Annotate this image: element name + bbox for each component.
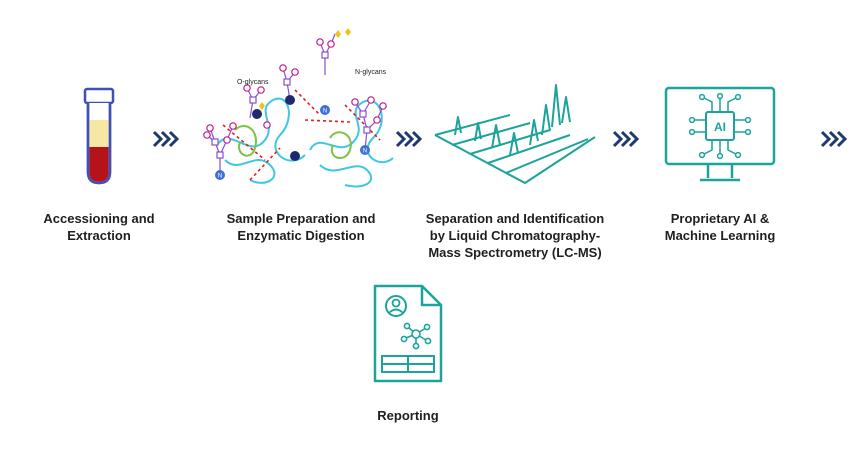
step-sample-preparation: N N N O-glycans N-glycans: [195, 28, 405, 200]
test-tube-icon: [83, 87, 115, 185]
chevron-right-icon: [395, 130, 423, 148]
svg-text:N: N: [363, 149, 367, 155]
step-accessioning: [40, 80, 158, 200]
glycoprotein-illustration: N N N O-glycans N-glycans: [203, 28, 394, 188]
report-document-icon: [373, 284, 443, 383]
n-glycans-label: N-glycans: [355, 69, 387, 76]
step-label-ai: Proprietary AI & Machine Learning: [664, 211, 776, 243]
o-glycans-label: O-glycans: [237, 79, 269, 86]
step-label-sample-preparation: Sample Preparation and Enzymatic Digesti…: [226, 211, 376, 243]
step-label-accessioning: Accessioning and Extraction: [43, 211, 155, 243]
step-reporting: [372, 284, 444, 384]
chevron-right-icon: [152, 130, 180, 148]
step-label-reporting: Reporting: [377, 408, 439, 423]
step-lcms: [430, 75, 600, 195]
chevron-right-icon: [820, 130, 848, 148]
step-label-lcms: Separation and Identification by Liquid …: [425, 211, 605, 260]
svg-text:N: N: [323, 109, 327, 115]
chevron-right-icon: [612, 130, 640, 148]
monitor-ai-icon: AI: [664, 86, 776, 182]
svg-text:AI: AI: [714, 120, 726, 134]
svg-text:N: N: [218, 174, 222, 180]
lcms-spectrum-icon: [434, 84, 596, 184]
step-ai: AI: [664, 86, 776, 186]
